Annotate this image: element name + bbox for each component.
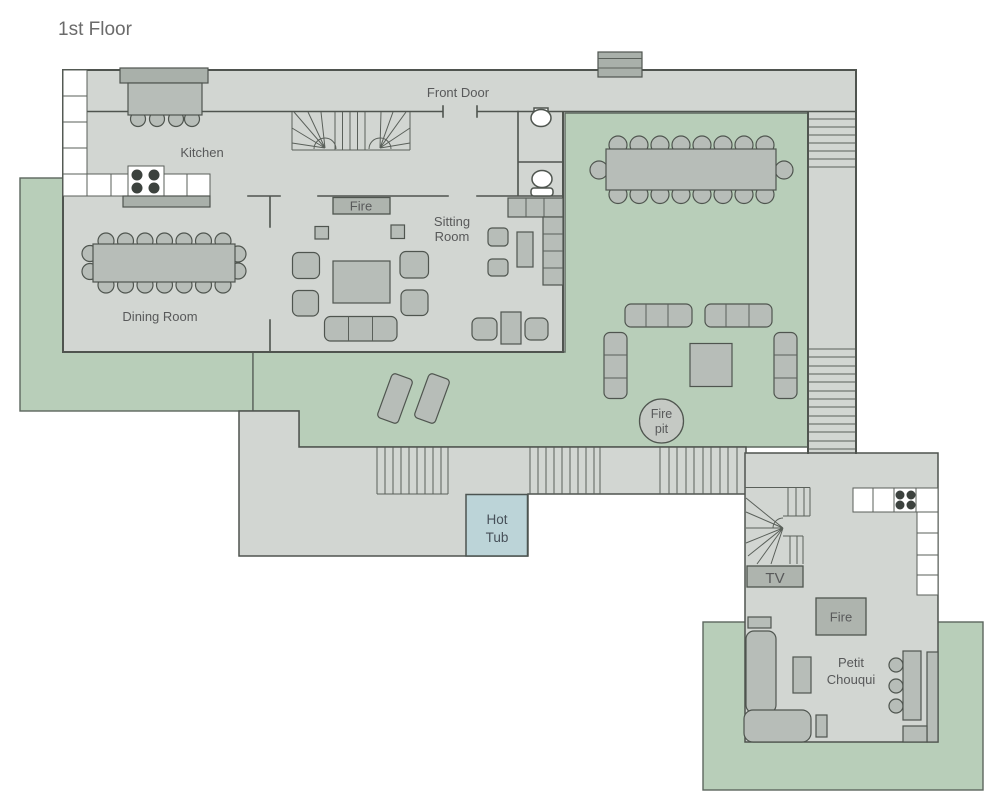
front-door-step [597,51,643,78]
outdoor-lounge [603,303,798,400]
fire-pit-label: Fire [651,407,673,421]
toilet-icon [530,107,552,128]
petit-chouqui-label: Petit [838,655,864,670]
side-table [314,225,330,240]
petit-fire-label: Fire [830,610,852,625]
outdoor-sofa [603,331,628,400]
outdoor-dining [589,135,794,205]
petit-kitchen-counter [852,487,939,596]
exterior-walls [62,69,857,454]
petit-lounge [743,616,939,743]
corner-sofa [507,197,564,286]
armchair [487,258,509,277]
wall-counter [926,651,939,743]
terrace-stairs-east [659,447,738,494]
outdoor-sofa [624,303,693,328]
outdoor-sofa [773,331,798,400]
dining-table [92,243,236,283]
bar-stool-icon [888,678,904,694]
dining-room-label: Dining Room [122,309,197,324]
side-table [390,224,406,240]
armchair [487,227,509,247]
terrace-stairs-west [376,447,449,495]
partition-walls [247,195,449,353]
kitchen-label: Kitchen [180,145,223,160]
kitchen-island-top [119,67,209,84]
page-title: 1st Floor [58,19,133,40]
outdoor-table [605,148,777,191]
dining-chairs [81,232,247,294]
fire-pit [638,398,685,444]
sitting-area [291,196,564,345]
petit-sofa [745,630,777,714]
chair [524,317,549,341]
sitting-room-label: Sitting [434,214,470,229]
kitchen-area [62,67,211,208]
fireplace [332,196,391,215]
stove-icon [127,165,165,197]
front-door-label: Front Door [427,85,490,100]
cabinet [902,725,928,743]
kitchen-counter-south [62,173,211,197]
dining-area [81,232,247,294]
side-table [815,714,828,738]
bar-stool-icon [888,657,904,673]
hot-tub-label: Tub [486,530,509,545]
bar-stool-icon [888,698,904,714]
outdoor-sofa [704,303,773,328]
bar-counter [902,650,922,721]
kitchen-counter-west [62,69,88,175]
sofa [323,315,398,342]
sitting-room-label: Room [435,229,470,244]
petit-fireplace [815,597,867,636]
fire-pit-label: pit [655,422,669,436]
fire-label: Fire [350,199,372,214]
chair [471,317,498,341]
shelf [747,616,772,629]
terrace-stairs-middle [529,447,601,494]
kitchen-island [127,82,203,116]
sun-lounger [414,373,450,424]
hot-tub [465,493,529,557]
walkway-stairs-lower [808,348,856,450]
outdoor-coffee-table [689,342,733,388]
side-table [500,311,522,345]
walkway-stairs-upper [808,118,856,168]
toilet-icon [530,169,554,197]
coffee-table [332,260,391,304]
side-table [792,656,812,694]
petit-spiral-staircase [745,487,811,565]
hall-wall [62,105,857,118]
sun-lounger [377,373,413,424]
armchair [291,289,320,317]
tv-unit [746,565,804,588]
main-staircase [291,111,411,151]
side-walkway [808,112,856,453]
petit-sofa [743,709,812,743]
armchair [291,251,321,280]
kitchen-cabinet [122,195,211,208]
stove-icon [893,487,917,513]
hot-tub-label: Hot [486,512,507,527]
side-table [516,231,534,268]
tv-label: TV [765,570,784,587]
armchair [399,250,430,279]
petit-chouqui-label: Chouqui [827,672,876,687]
armchair [400,289,429,317]
